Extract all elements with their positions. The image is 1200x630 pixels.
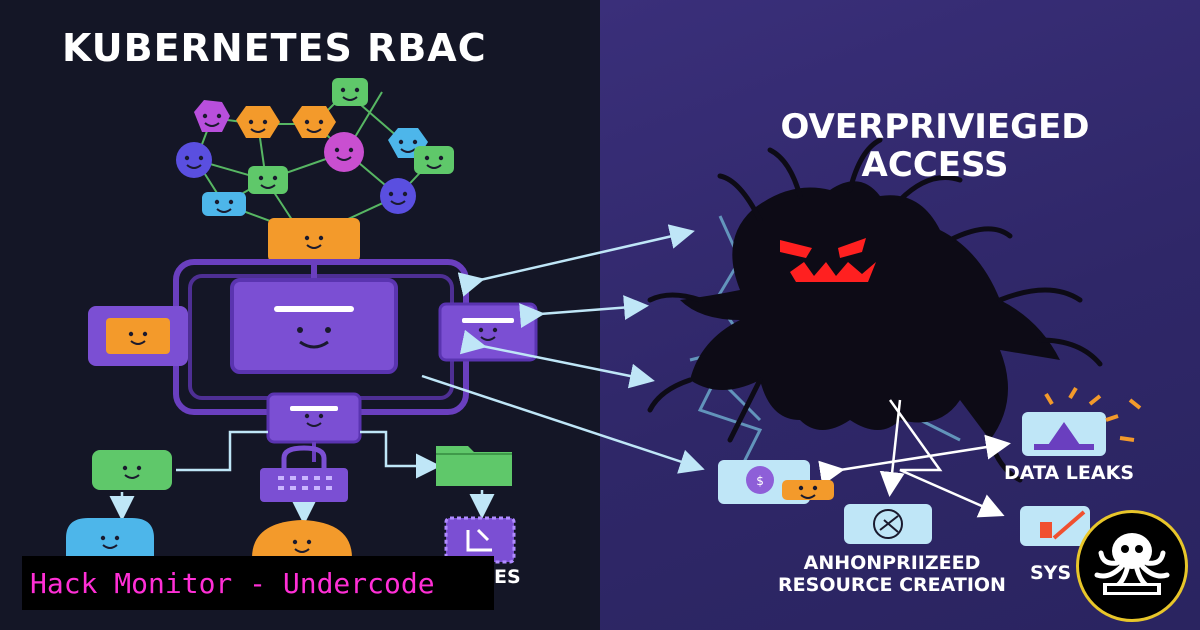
resource-creation-label: ANHONPRIIZEED RESOURCE CREATION	[772, 552, 1012, 596]
face-node-icon	[66, 518, 154, 560]
face-node-icon	[236, 106, 280, 138]
face-node-icon	[266, 392, 362, 444]
octopus-logo-icon	[1076, 510, 1188, 622]
face-node-icon	[444, 516, 516, 564]
node-network	[176, 78, 454, 216]
banner-text: Hack Monitor - Undercode	[30, 566, 435, 600]
face-node-icon	[268, 218, 360, 262]
outcome-arrows	[818, 399, 1011, 518]
face-node-icon	[230, 278, 398, 374]
access-arrows	[421, 224, 705, 474]
resource-line-1: ANHONPRIIZEED	[803, 552, 981, 574]
leak-sparks-icon	[1044, 386, 1142, 442]
face-node-icon	[202, 192, 246, 216]
lock-icon	[260, 445, 348, 502]
title-line-2: ACCESS	[861, 145, 1009, 185]
title-line-1: OVERPRIVIEGED	[780, 107, 1090, 147]
face-node-icon	[194, 100, 230, 132]
folder-icon	[436, 446, 512, 486]
svg-text:$: $	[756, 474, 764, 488]
system-icon	[1020, 506, 1090, 546]
face-node-icon	[292, 106, 336, 138]
face-node-icon	[88, 306, 188, 366]
face-node-icon	[92, 450, 172, 490]
resource-line-2: RESOURCE CREATION	[778, 574, 1006, 596]
face-node-icon	[332, 78, 368, 106]
page-title: KUBERNETES RBAC	[62, 26, 487, 70]
face-node-icon	[380, 178, 416, 214]
sys-label: SYS	[1030, 562, 1072, 584]
data-leaks-label: DATA LEAKS	[1004, 462, 1135, 484]
clock-icon	[844, 504, 932, 544]
warning-icon	[1022, 412, 1106, 456]
lower-connectors	[109, 430, 495, 525]
face-node-icon	[324, 132, 364, 172]
face-node-icon	[414, 146, 454, 174]
face-node-icon	[252, 520, 352, 558]
face-node-icon	[782, 480, 834, 500]
face-node-icon	[248, 166, 288, 194]
face-node-icon	[176, 142, 212, 178]
partial-es-label: ES	[494, 566, 521, 588]
overprivileged-title: OVERPRIVIEGED ACCESS	[740, 108, 1130, 184]
face-node-icon	[438, 302, 538, 362]
watermark-banner: Hack Monitor - Undercode	[22, 556, 494, 610]
